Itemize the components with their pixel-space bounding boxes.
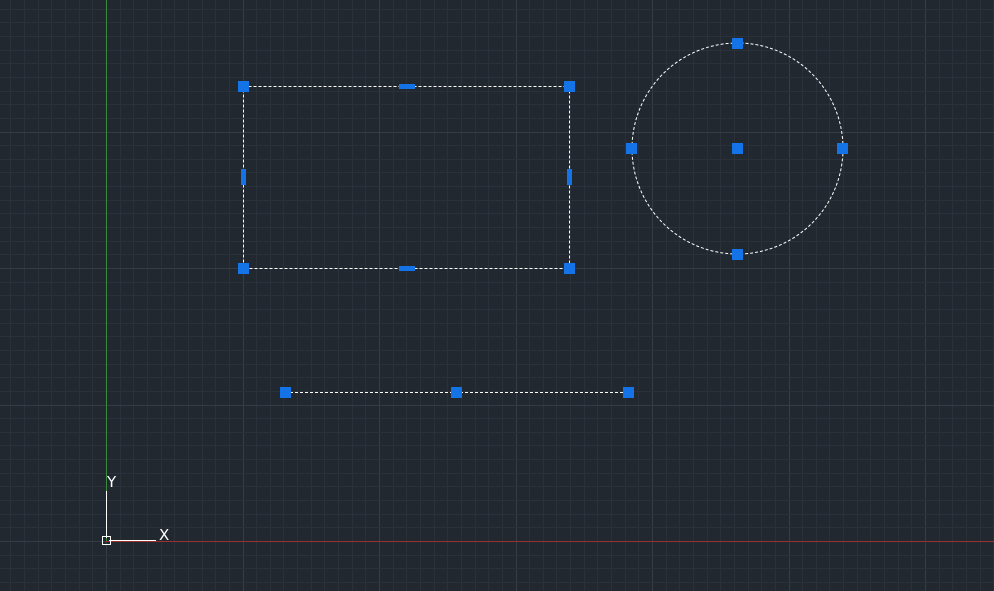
line-endpoint-grip-start[interactable]: [280, 387, 291, 398]
rectangle-edge-grip-left[interactable]: [241, 169, 246, 185]
circle-quadrant-grip-bottom[interactable]: [732, 249, 743, 260]
line-midpoint-grip[interactable]: [451, 387, 462, 398]
rectangle-corner-grip-top-right[interactable]: [564, 81, 575, 92]
line-endpoint-grip-end[interactable]: [623, 387, 634, 398]
ucs-y-label: Y: [106, 473, 117, 491]
rectangle-edge-grip-top[interactable]: [399, 84, 415, 89]
ucs-x-label: X: [159, 526, 169, 544]
circle-grips: [626, 38, 848, 260]
circle-center-grip[interactable]: [732, 143, 743, 154]
rectangle-edge-grip-right[interactable]: [567, 169, 572, 185]
rectangle-grips: [238, 81, 575, 274]
ucs-origin-box: [102, 536, 111, 545]
rectangle-corner-grip-bottom-left[interactable]: [238, 263, 249, 274]
rectangle-edge-grip-bottom[interactable]: [399, 266, 415, 271]
ucs-icon[interactable]: Y X: [102, 473, 170, 545]
circle-quadrant-grip-right[interactable]: [837, 143, 848, 154]
rectangle-corner-grip-bottom-right[interactable]: [564, 263, 575, 274]
rectangle-corner-grip-top-left[interactable]: [238, 81, 249, 92]
line-grips: [280, 387, 634, 398]
circle-quadrant-grip-top[interactable]: [732, 38, 743, 49]
circle-quadrant-grip-left[interactable]: [626, 143, 637, 154]
